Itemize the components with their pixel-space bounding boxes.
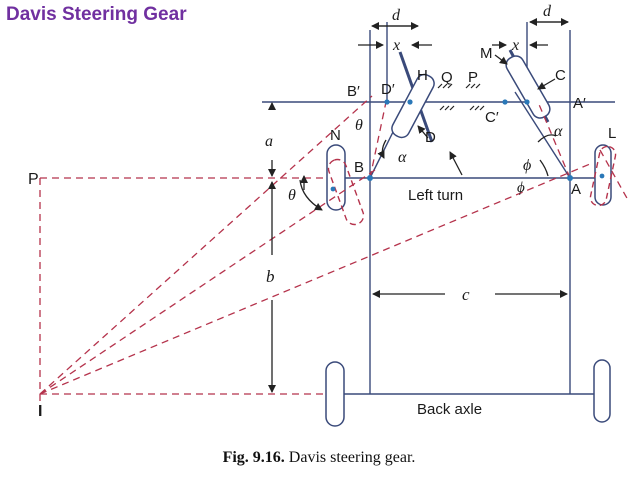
point-A [567, 175, 573, 181]
label-M: M [480, 45, 493, 62]
frame-lines [262, 22, 615, 395]
line-i-to-A [39, 163, 591, 395]
label-theta-top: θ [355, 117, 363, 134]
point-Cprime [502, 99, 508, 105]
point-N-pivot [330, 186, 336, 192]
label-left-turn: Left turn [408, 187, 463, 204]
point-H [407, 99, 413, 105]
label-c: c [462, 285, 470, 304]
back-right-wheel [593, 359, 611, 423]
dimension-arrows [268, 18, 569, 393]
label-B-prime: B′ [347, 83, 360, 100]
arrow-M [494, 54, 508, 65]
sleeves [391, 55, 551, 139]
caption-text: Davis steering gear. [284, 449, 416, 466]
point-C [524, 99, 530, 105]
label-P-top: P [468, 69, 478, 86]
label-P-left: P [28, 171, 39, 188]
label-alpha-left: α [398, 149, 407, 166]
label-theta-left: θ [288, 187, 296, 204]
label-a: a [265, 133, 273, 150]
label-back-axle: Back axle [417, 401, 482, 418]
sleeve-right [505, 55, 551, 119]
labels: d d x x B′ D′ H Q P M C A′ C′ a N θ D α … [28, 3, 616, 420]
arc-alpha-right [537, 134, 557, 143]
line-i-to-B [39, 169, 376, 395]
label-d-right: d [543, 3, 552, 20]
label-alpha-right: α [554, 123, 563, 140]
turned-right-wheel [589, 145, 617, 207]
label-A-prime: A′ [573, 95, 586, 112]
figure-caption: Fig. 9.16. Davis steering gear. [0, 449, 638, 467]
label-phi-bottom: ϕ [517, 180, 525, 196]
line-L-tail [599, 149, 629, 201]
line-i-to-N [39, 95, 373, 395]
label-C: C [555, 67, 566, 84]
line-B-Bprime [369, 101, 387, 179]
arc-theta-left [299, 179, 323, 211]
label-A: A [571, 181, 581, 198]
slide-title: Davis Steering Gear [6, 4, 187, 25]
stub-arm-right [514, 91, 571, 179]
arrow-C [537, 78, 556, 90]
point-Dprime [384, 99, 390, 105]
hatch-marks [437, 83, 485, 111]
label-phi-top: ϕ [523, 157, 531, 174]
label-L: L [608, 125, 616, 142]
label-H: H [417, 67, 428, 84]
back-left-wheel [325, 361, 345, 427]
sleeve-left [391, 73, 435, 139]
left-turn-arrow [449, 151, 463, 176]
label-b: b [266, 267, 275, 286]
label-B: B [354, 159, 364, 176]
joint-points [330, 99, 605, 192]
label-C-prime: C′ [485, 109, 499, 126]
label-Q: Q [441, 69, 453, 86]
point-L-pivot [599, 173, 605, 179]
label-D-prime: D′ [381, 81, 395, 98]
label-x-left: x [392, 37, 400, 54]
dashed-lines [39, 95, 629, 412]
label-d-left: d [392, 7, 401, 24]
caption-number: Fig. 9.16. [222, 449, 285, 466]
label-I: I [38, 403, 42, 420]
arc-alpha-left [377, 139, 387, 159]
arc-phi [539, 159, 549, 177]
point-B [367, 175, 373, 181]
label-x-right: x [511, 37, 519, 54]
line-A-Aprime [537, 101, 571, 179]
arrow-D [417, 125, 429, 139]
label-N: N [330, 127, 341, 144]
label-D: D [425, 129, 436, 146]
